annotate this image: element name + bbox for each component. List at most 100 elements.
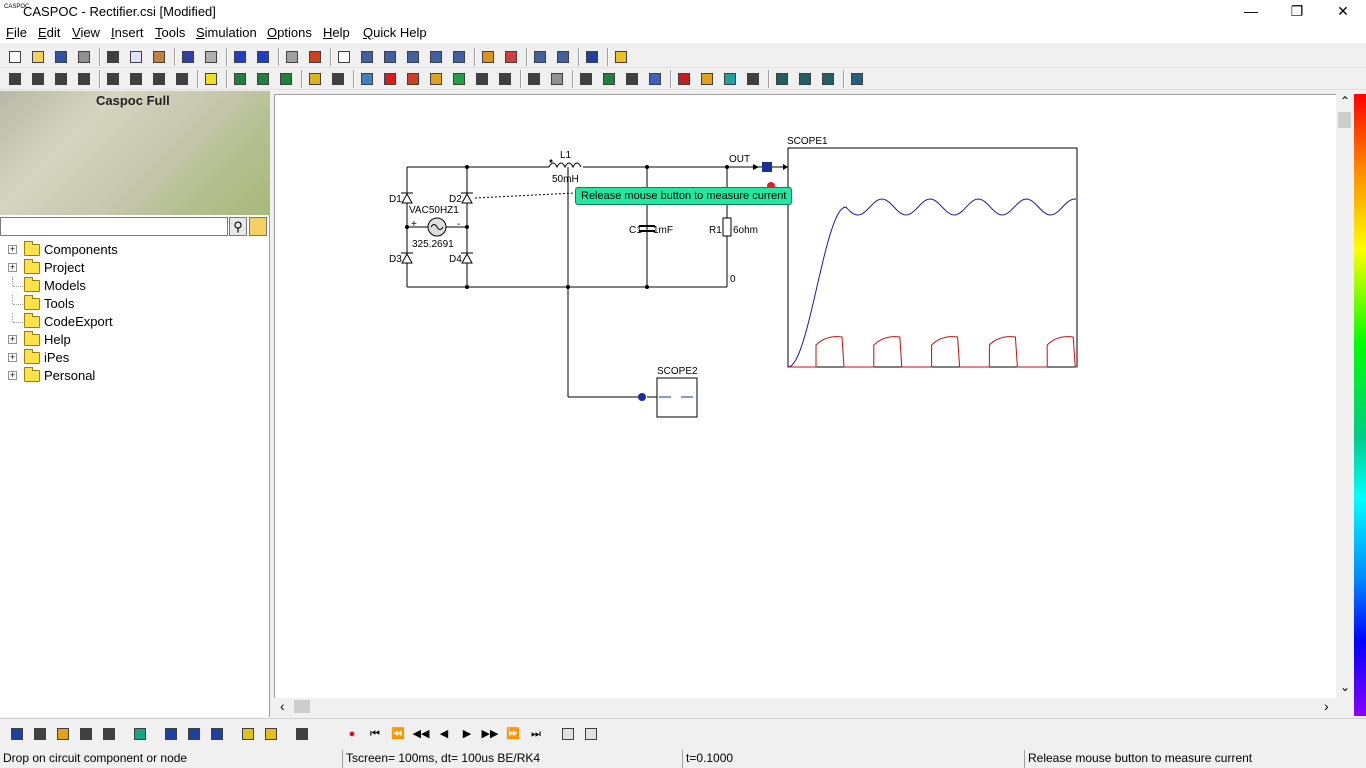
- redo-icon[interactable]: [202, 48, 220, 66]
- maximize-button[interactable]: ❐: [1290, 3, 1304, 19]
- globe-icon[interactable]: [231, 70, 249, 88]
- globe2-icon[interactable]: [254, 70, 272, 88]
- grid-icon[interactable]: [548, 70, 566, 88]
- forward-fast-icon[interactable]: ⏩: [506, 728, 520, 740]
- undo-icon[interactable]: [179, 48, 197, 66]
- tree-item[interactable]: +Personal: [8, 367, 258, 385]
- panel-splitter[interactable]: [270, 91, 274, 717]
- align-left-icon[interactable]: [104, 70, 122, 88]
- display-icon[interactable]: [54, 725, 72, 743]
- menu-quick-help[interactable]: Quick Help: [363, 25, 427, 40]
- vertical-scroll-thumb[interactable]: [1338, 112, 1351, 128]
- menu-view[interactable]: View: [72, 25, 100, 40]
- node-icon[interactable]: [381, 70, 399, 88]
- list3-icon[interactable]: [427, 48, 445, 66]
- list4-icon[interactable]: [450, 48, 468, 66]
- help-icon[interactable]: [612, 48, 630, 66]
- tree-expand-icon[interactable]: +: [8, 370, 17, 380]
- vertical-scrollbar[interactable]: ⌃ ⌄: [1336, 94, 1353, 698]
- refresh-icon[interactable]: [162, 725, 180, 743]
- bulb-icon[interactable]: [202, 70, 220, 88]
- close-button[interactable]: ✕: [1337, 3, 1349, 19]
- horizontal-scrollbar[interactable]: ‹ ›: [274, 698, 1336, 715]
- scope-icon[interactable]: [675, 70, 693, 88]
- text-icon[interactable]: [329, 70, 347, 88]
- first-icon[interactable]: ⏮: [370, 728, 380, 740]
- zoomheight-icon[interactable]: [75, 70, 93, 88]
- copy-icon[interactable]: [127, 48, 145, 66]
- menu-simulation[interactable]: Simulation: [196, 25, 257, 40]
- level-icon[interactable]: [623, 70, 641, 88]
- zoomfit-icon[interactable]: [29, 70, 47, 88]
- tree-item[interactable]: +iPes: [8, 349, 258, 367]
- save-icon[interactable]: [52, 48, 70, 66]
- print-icon[interactable]: [75, 48, 93, 66]
- run-icon[interactable]: [231, 48, 249, 66]
- search-input[interactable]: [0, 217, 228, 236]
- last-icon[interactable]: ⏭: [531, 728, 541, 740]
- menu-help[interactable]: Help: [323, 25, 350, 40]
- block-icon[interactable]: [77, 725, 95, 743]
- step-forward-icon[interactable]: ▶▶: [481, 728, 499, 740]
- new-icon[interactable]: [6, 48, 24, 66]
- window-icon[interactable]: [559, 725, 577, 743]
- globe3-icon[interactable]: [277, 70, 295, 88]
- counter-icon[interactable]: [473, 70, 491, 88]
- chip-bt-icon[interactable]: [100, 725, 118, 743]
- menu-edit[interactable]: Edit: [38, 25, 61, 40]
- menu-options[interactable]: Options: [267, 25, 312, 40]
- rewind-fast-icon[interactable]: ⏪: [391, 728, 405, 740]
- ic2-icon[interactable]: [502, 48, 520, 66]
- export-icon[interactable]: [531, 48, 549, 66]
- align-center-icon[interactable]: [127, 70, 145, 88]
- graph-icon[interactable]: [358, 48, 376, 66]
- cut-icon[interactable]: [104, 48, 122, 66]
- zoomwidth-icon[interactable]: [52, 70, 70, 88]
- tree-expand-icon[interactable]: +: [8, 262, 17, 272]
- connect-icon[interactable]: [583, 48, 601, 66]
- tree-item[interactable]: +Help: [8, 331, 258, 349]
- clock-icon[interactable]: [577, 70, 595, 88]
- browse-icon[interactable]: [249, 217, 267, 236]
- tree-item[interactable]: +Components: [8, 241, 258, 259]
- pause-icon[interactable]: [254, 48, 272, 66]
- minimize-button[interactable]: —: [1244, 3, 1258, 19]
- windows-icon[interactable]: [582, 725, 600, 743]
- component-icon[interactable]: [358, 70, 376, 88]
- chip2-icon[interactable]: [796, 70, 814, 88]
- component-lib-icon[interactable]: [8, 725, 26, 743]
- import-icon[interactable]: [554, 48, 572, 66]
- wand-icon[interactable]: [293, 725, 311, 743]
- horizontal-scroll-thumb[interactable]: [294, 700, 310, 713]
- flip-icon[interactable]: [173, 70, 191, 88]
- chip-icon[interactable]: [773, 70, 791, 88]
- tree-item[interactable]: +Project: [8, 259, 258, 277]
- image-icon[interactable]: [239, 725, 257, 743]
- ic-icon[interactable]: [479, 48, 497, 66]
- list2-icon[interactable]: [404, 48, 422, 66]
- tree-expand-icon[interactable]: +: [8, 352, 17, 362]
- scope2-icon[interactable]: [698, 70, 716, 88]
- hand-icon[interactable]: [335, 48, 353, 66]
- scope4-icon[interactable]: [744, 70, 762, 88]
- play-icon[interactable]: ▶: [462, 728, 472, 740]
- open-icon[interactable]: [29, 48, 47, 66]
- arrow-icon[interactable]: [404, 70, 422, 88]
- rewind-icon[interactable]: ◀◀: [412, 728, 430, 740]
- network-icon[interactable]: [185, 725, 203, 743]
- gauge-icon[interactable]: [600, 70, 618, 88]
- tree-item[interactable]: CodeExport: [8, 313, 258, 331]
- menu-insert[interactable]: Insert: [111, 25, 144, 40]
- scroll-right-icon[interactable]: ›: [1324, 698, 1329, 714]
- tree-item[interactable]: Models: [8, 277, 258, 295]
- search-icon[interactable]: ⚲: [229, 217, 247, 236]
- menu-file[interactable]: File: [6, 25, 27, 40]
- step-back-icon[interactable]: ◀: [439, 728, 449, 740]
- wire-icon[interactable]: [306, 48, 324, 66]
- scroll-left-icon[interactable]: ‹: [280, 698, 285, 714]
- chip3-icon[interactable]: [819, 70, 837, 88]
- zoom100-icon[interactable]: [6, 70, 24, 88]
- table-icon[interactable]: [848, 70, 866, 88]
- tree-expand-icon[interactable]: +: [8, 244, 17, 254]
- tree-expand-icon[interactable]: +: [8, 334, 17, 344]
